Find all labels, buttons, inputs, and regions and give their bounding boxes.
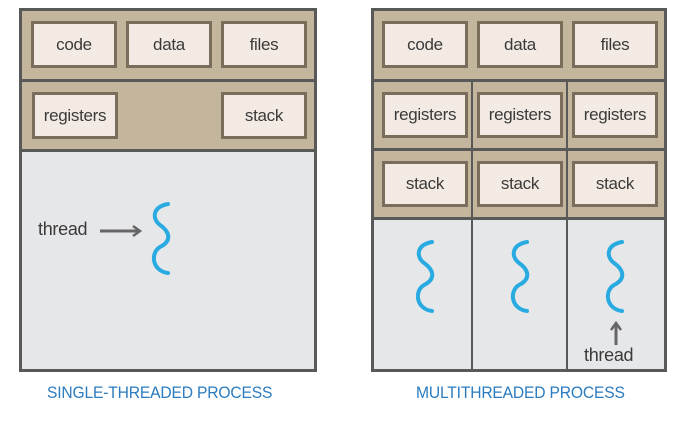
stack-label: stack: [244, 105, 284, 125]
registers-box-2: registers: [477, 92, 563, 138]
data-box: data: [126, 21, 212, 68]
thread-label: thread: [38, 219, 88, 239]
registers-box-3: registers: [572, 92, 658, 138]
stack-box-2: stack: [477, 161, 563, 207]
files-box: files: [221, 21, 307, 68]
column-divider-1: [471, 82, 473, 369]
stack-label: stack: [405, 174, 445, 193]
data-label: data: [504, 34, 536, 54]
files-box: files: [572, 21, 658, 68]
stack-label: stack: [500, 174, 540, 193]
thread-context-band: registers stack: [22, 82, 314, 152]
code-label: code: [56, 34, 92, 54]
thread-squiggle-icon: [510, 240, 530, 313]
thread-squiggle-icon: [151, 202, 171, 275]
registers-label: registers: [488, 105, 552, 124]
shared-resources-band: code data files: [374, 11, 664, 82]
data-label: data: [153, 34, 185, 54]
stacks-band: stack stack stack: [374, 151, 664, 220]
stack-label: stack: [595, 174, 635, 193]
registers-band: registers registers registers: [374, 82, 664, 151]
stack-box-3: stack: [572, 161, 658, 207]
arrow-right-icon: [100, 224, 143, 238]
files-label: files: [600, 34, 630, 54]
arrow-up-icon: [609, 320, 623, 345]
single-threaded-caption: SINGLE-THREADED PROCESS: [47, 383, 273, 402]
thread-label: thread: [584, 345, 634, 365]
multithreaded-process: code data files registers registers regi…: [371, 8, 667, 372]
stack-box-1: stack: [382, 161, 468, 207]
registers-box-1: registers: [382, 92, 468, 138]
shared-resources-band: code data files: [22, 11, 314, 82]
stack-box: stack: [221, 92, 307, 139]
registers-label: registers: [393, 105, 457, 124]
registers-label: registers: [43, 105, 107, 125]
code-box: code: [31, 21, 117, 68]
thread-squiggle-icon: [415, 240, 435, 313]
registers-label: registers: [583, 105, 647, 124]
registers-box: registers: [32, 92, 118, 139]
single-threaded-process: code data files registers stack thread: [19, 8, 317, 372]
data-box: data: [477, 21, 563, 68]
multithreaded-caption: MULTITHREADED PROCESS: [416, 383, 625, 402]
code-box: code: [382, 21, 468, 68]
column-divider-2: [566, 82, 568, 369]
files-label: files: [249, 34, 279, 54]
thread-squiggle-icon: [605, 240, 625, 313]
code-label: code: [407, 34, 443, 54]
